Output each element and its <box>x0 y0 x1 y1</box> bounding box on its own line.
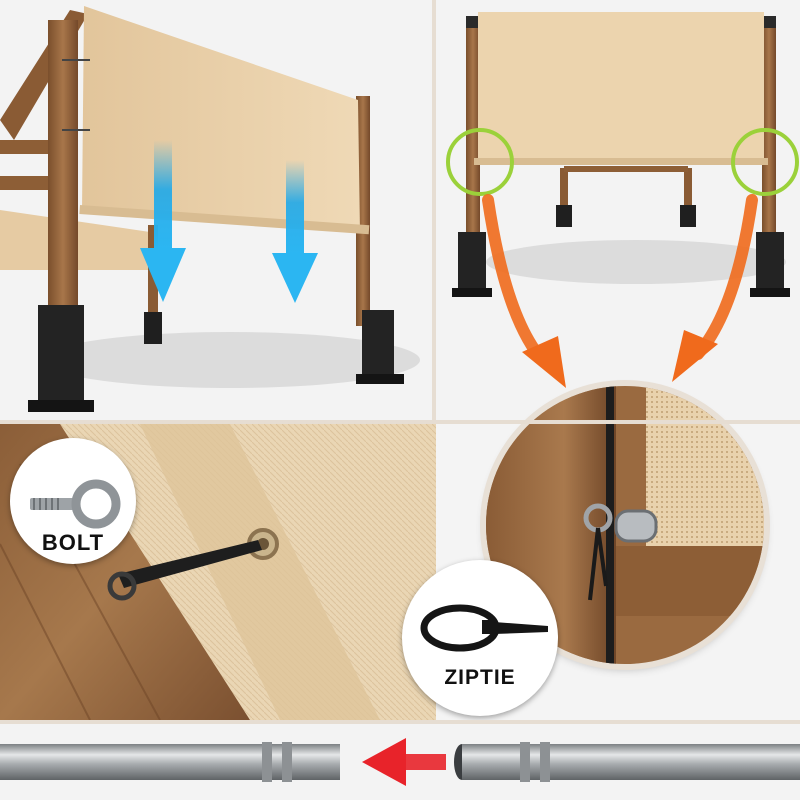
back-post <box>560 168 568 220</box>
front-left-bracket-plate <box>452 288 492 297</box>
divider-horizontal-bottom <box>0 720 800 724</box>
front-right-bracket <box>362 310 394 380</box>
back-post-bracket <box>144 312 162 344</box>
divider-horizontal <box>0 420 800 424</box>
back-beam <box>564 166 688 172</box>
front-shade-fabric <box>478 12 764 162</box>
ziptie-label: ZIPTIE <box>444 666 516 689</box>
pipe-ridge <box>282 742 292 782</box>
curved-arrow-icon <box>672 194 758 382</box>
arrow-left-icon <box>362 738 446 786</box>
arrow-down-icon <box>272 160 318 303</box>
panel-lowering-shade <box>0 0 432 420</box>
zip-tie-installed <box>118 540 262 588</box>
panel-attachment-points <box>436 0 800 420</box>
front-right-bracket-plate <box>750 288 790 297</box>
zip-tie-closeup <box>588 527 608 601</box>
back-post-bracket <box>556 205 572 227</box>
front-left-post <box>48 20 78 320</box>
back-post <box>684 168 692 220</box>
bolt-badge: BOLT <box>10 438 136 564</box>
floor-shadow <box>40 332 420 388</box>
circle-highlight-icon <box>731 128 799 196</box>
curved-arrow-icon <box>482 194 566 388</box>
front-left-bracket <box>38 305 84 405</box>
pergola-front-scene <box>446 12 799 388</box>
crossbeam-closeup <box>616 546 764 616</box>
pergola-side-scene <box>0 6 420 412</box>
main-shade-fabric <box>82 6 360 232</box>
rafter-beam <box>0 140 60 154</box>
bolt-label: BOLT <box>41 530 105 555</box>
fabric-hem-band <box>140 424 380 720</box>
back-post-bracket <box>680 205 696 227</box>
front-right-bracket-plate <box>356 374 404 384</box>
rafter-beam <box>0 176 60 190</box>
panel-bolt-installation: BOLT <box>0 424 436 720</box>
pipe-scene <box>0 738 800 786</box>
pipe-ridge <box>540 742 550 782</box>
circle-highlight-icon <box>446 128 514 196</box>
ziptie-badge: ZIPTIE <box>402 560 558 716</box>
installed-eye-bolt <box>107 571 137 601</box>
arrow-down-icon <box>140 140 186 302</box>
floor-shadow <box>486 240 786 284</box>
pipe-ridge <box>520 742 530 782</box>
panel-pipe-insertion <box>0 724 800 800</box>
front-right-post <box>356 96 370 326</box>
pipe-right <box>462 744 800 780</box>
eye-bolt-icon <box>30 479 121 529</box>
pipe-end-cap <box>614 509 658 543</box>
pipe-ridge <box>262 742 272 782</box>
shade-bottom-rod <box>474 158 768 165</box>
zip-tie-icon <box>420 604 548 652</box>
front-right-bracket <box>756 232 784 294</box>
front-left-bracket-plate <box>28 400 94 412</box>
front-left-bracket <box>458 232 486 294</box>
divider-vertical <box>432 0 436 420</box>
